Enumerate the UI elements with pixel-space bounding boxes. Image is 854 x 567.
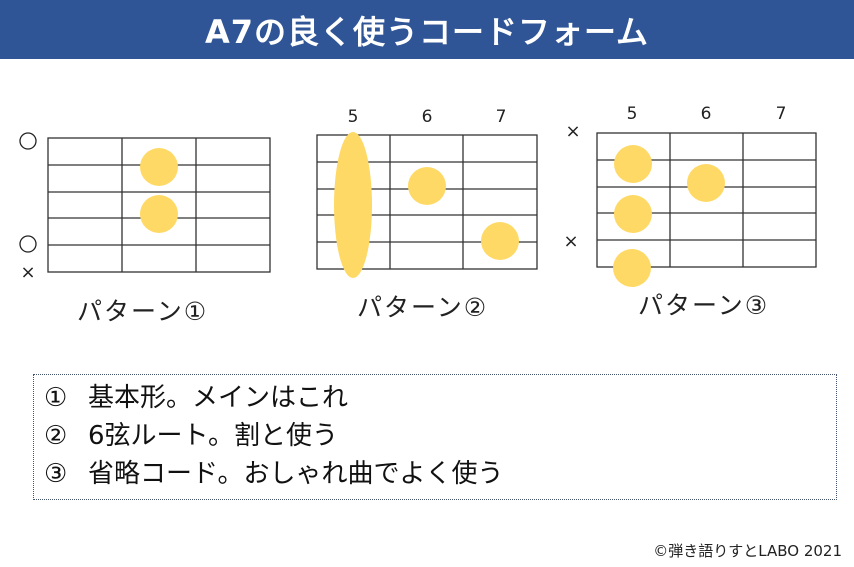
note-number: ② xyxy=(44,421,68,451)
note-line-3: ③ 省略コード。おしゃれ曲でよく使う xyxy=(44,455,826,493)
note-text: 省略コード。おしゃれ曲でよく使う xyxy=(88,459,504,489)
note-text: 基本形。メインはこれ xyxy=(88,383,349,413)
note-line-2: ② 6弦ルート。割と使う xyxy=(44,417,826,455)
finger-dot xyxy=(408,167,446,205)
chord-diagram-3: 5 6 7 × × xyxy=(563,104,817,287)
finger-dot xyxy=(140,148,178,186)
fret-number: 7 xyxy=(496,107,507,127)
open-string-icon xyxy=(19,132,37,150)
fret-number: 5 xyxy=(348,107,359,127)
note-number: ③ xyxy=(44,459,68,489)
fret-number: 6 xyxy=(422,107,433,127)
finger-dot xyxy=(614,145,652,183)
note-line-1: ① 基本形。メインはこれ xyxy=(44,379,826,417)
notes-box: ① 基本形。メインはこれ ② 6弦ルート。割と使う ③ 省略コード。おしゃれ曲でよく使… xyxy=(33,374,837,500)
open-string-icon xyxy=(19,235,37,253)
chord-diagram-1: × xyxy=(19,132,271,283)
finger-dot xyxy=(481,222,519,260)
title-banner: A7の良く使うコードフォーム xyxy=(0,0,854,59)
chord-diagram-2: 5 6 7 xyxy=(316,107,538,278)
pattern-label-1: パターン① xyxy=(77,297,209,326)
fret-number: 7 xyxy=(776,104,787,124)
muted-string-icon: × xyxy=(563,231,578,252)
note-number: ① xyxy=(44,383,68,413)
finger-dot xyxy=(140,195,178,233)
barre-marker xyxy=(334,132,372,278)
fret-number: 5 xyxy=(627,104,638,124)
muted-string-icon: × xyxy=(20,262,35,283)
finger-dot xyxy=(613,249,651,287)
note-text: 6弦ルート。割と使う xyxy=(88,421,339,451)
copyright-credit: ©弾き語りすとLABO 2021 xyxy=(653,542,842,560)
pattern-label-2: パターン② xyxy=(357,293,489,322)
muted-string-icon: × xyxy=(565,121,580,142)
pattern-label-3: パターン③ xyxy=(638,291,770,320)
finger-dot xyxy=(687,164,725,202)
page-title: A7の良く使うコードフォーム xyxy=(204,12,650,51)
fret-number: 6 xyxy=(701,104,712,124)
finger-dot xyxy=(614,195,652,233)
